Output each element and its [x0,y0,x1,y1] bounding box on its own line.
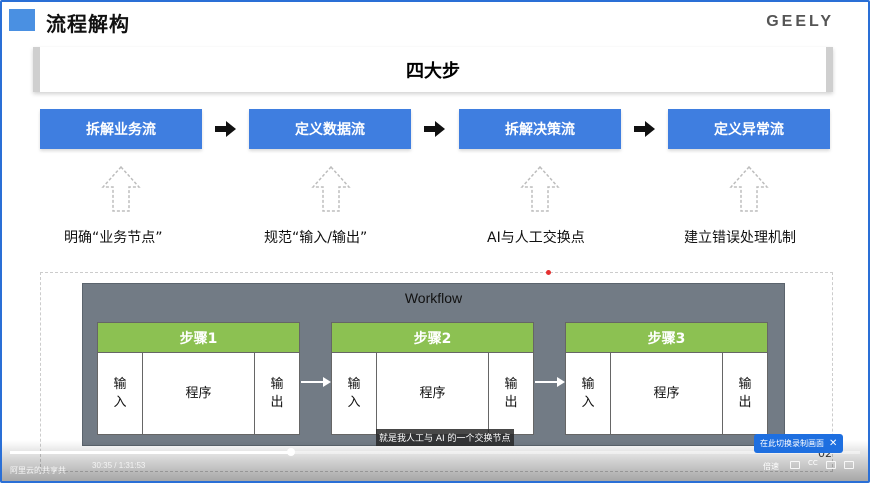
workflow-step-box: 步骤3 输 入 程序 输 出 [565,322,768,435]
step-box-2: 定义数据流 [249,109,411,149]
workflow-step-title: 步骤1 [98,323,299,353]
workflow-panel: Workflow 步骤1 输 入 程序 输 出 步骤2 输 入 程序 输 出 步… [82,283,785,446]
screen-icon[interactable] [826,461,836,469]
input-cell: 输 入 [581,377,595,410]
output-cell: 输 出 [738,377,752,410]
section-banner: 四大步 [33,47,833,92]
watermark-text: 阿里云的共享共 [10,466,66,475]
workflow-step-title: 步骤3 [566,323,767,353]
brand-logo: GEELY [766,13,834,30]
playback-time: 30:35 / 1:31:53 [92,461,146,470]
speed-button[interactable]: 倍速 [763,462,779,471]
header-square-icon [9,9,35,31]
step-desc-2: 规范“输入/输出” [264,230,368,246]
right-arrow-icon [215,121,236,137]
banner-label: 四大步 [406,60,460,82]
program-cell: 程序 [610,353,723,435]
tooltip-text: 在此切换录制画面 [760,439,824,448]
progress-bar[interactable] [10,451,860,454]
fullscreen-icon[interactable] [844,461,854,469]
page-title: 流程解构 [46,12,130,36]
step-box-4: 定义异常流 [668,109,830,149]
workflow-step-box: 步骤2 输 入 程序 输 出 [331,322,534,435]
close-icon[interactable]: ✕ [829,438,838,449]
step-box-1: 拆解业务流 [40,109,202,149]
up-hollow-arrow-icon [729,165,769,212]
up-hollow-arrow-icon [520,165,560,212]
output-cell: 输 出 [270,377,284,410]
workflow-title: Workflow [404,290,463,306]
white-right-arrow-icon [535,377,565,387]
step-desc-3: AI与人工交换点 [487,230,585,246]
up-hollow-arrow-icon [311,165,351,212]
right-arrow-icon [634,121,655,137]
cc-button[interactable]: CC [808,459,818,467]
step-box-3: 拆解决策流 [459,109,621,149]
workflow-step-box: 步骤1 输 入 程序 输 出 [97,322,300,435]
workflow-step-title: 步骤2 [332,323,533,353]
input-cell: 输 入 [347,377,361,410]
laser-pointer-dot [546,270,551,275]
progress-fill [10,451,291,454]
switch-recording-tooltip[interactable]: 在此切换录制画面 ✕ [754,434,844,453]
white-right-arrow-icon [301,377,331,387]
progress-knob[interactable] [286,448,295,456]
program-cell: 程序 [142,353,255,435]
input-cell: 输 入 [113,377,127,410]
player-control-bar [2,440,868,481]
workflow-dashed-frame [40,272,833,472]
pip-icon[interactable] [790,461,800,469]
subtitle-caption: 就是我人工与 AI 的一个交换节点 [376,429,514,446]
output-cell: 输 出 [504,377,518,410]
up-hollow-arrow-icon [101,165,141,212]
step-desc-1: 明确“业务节点” [64,230,163,246]
step-desc-4: 建立错误处理机制 [684,230,796,246]
program-cell: 程序 [376,353,489,435]
right-arrow-icon [424,121,445,137]
